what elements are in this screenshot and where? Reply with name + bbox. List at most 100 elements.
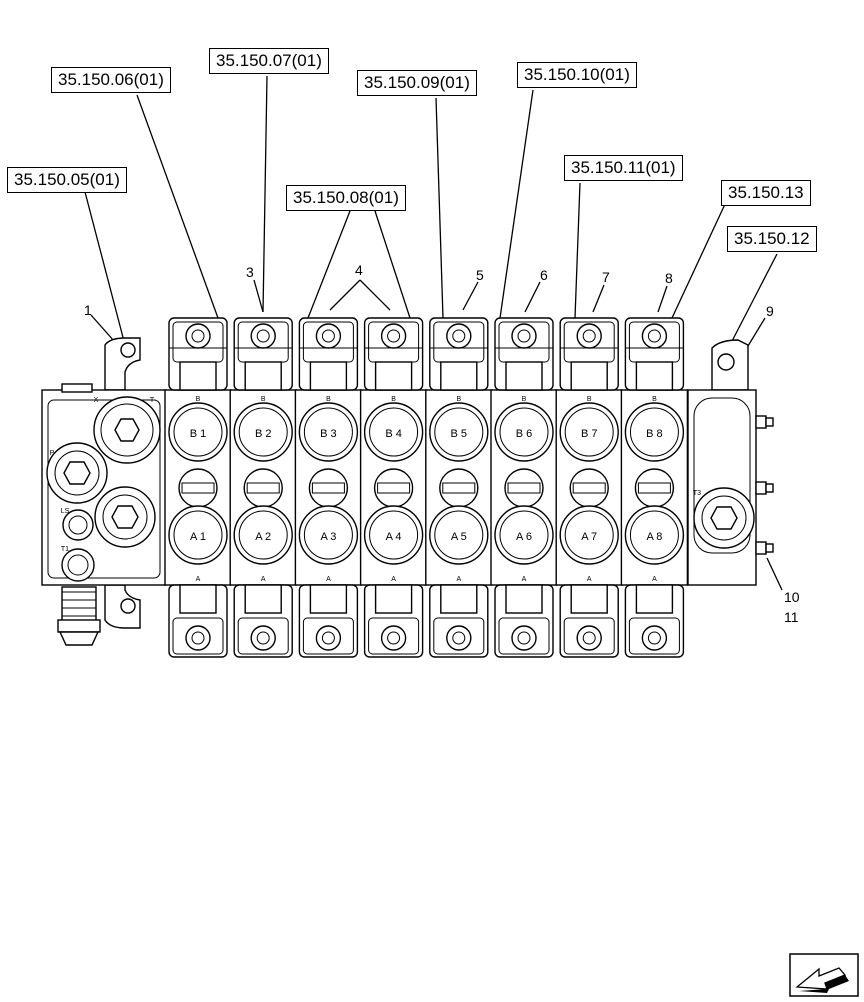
- top-cap-neck: [179, 361, 217, 391]
- top-cap-bolt-ring: [250, 323, 276, 349]
- top-cap-bolt: [387, 329, 401, 343]
- b-port-label: B 6: [516, 428, 533, 440]
- ref-35-150-11[interactable]: 35.150.11(01): [564, 155, 683, 181]
- next-page-arrow-icon[interactable]: [789, 953, 859, 997]
- bottom-cap-bolt-ring: [250, 625, 276, 651]
- a-port-label: A 1: [190, 531, 206, 543]
- top-cap-bolt: [452, 329, 466, 343]
- a-port-label: A 2: [255, 531, 271, 543]
- ref-35-150-05[interactable]: 35.150.05(01): [7, 167, 127, 193]
- section-top-letter: B: [391, 396, 396, 403]
- work-section-5: BAB 5A 5: [425, 317, 493, 658]
- inlet-top-plug: [61, 383, 93, 393]
- work-section-3: BAB 3A 3: [294, 317, 363, 658]
- ref-35-150-09[interactable]: 35.150.09(01): [357, 70, 477, 96]
- bottom-cap-bolt: [256, 631, 270, 645]
- b-port-outer: [168, 402, 228, 462]
- ref-35-150-13[interactable]: 35.150.13: [721, 180, 811, 206]
- section-top-letter: B: [196, 396, 201, 403]
- bottom-cap-inner: [433, 617, 485, 655]
- bottom-cap-bolt: [517, 631, 531, 645]
- work-section-6: BAB 6A 6: [490, 317, 558, 658]
- b-port-outer: [233, 402, 293, 462]
- b-port-outer: [363, 402, 424, 462]
- section-top-letter: B: [652, 396, 657, 403]
- bottom-cap-inner: [563, 617, 615, 655]
- work-section-7: BAB 7A 7: [555, 317, 623, 658]
- left-bottom-mount-hole: [120, 598, 136, 614]
- section-top-letter: B: [326, 396, 331, 403]
- a-port-outer: [233, 505, 293, 565]
- top-cap-neck: [244, 361, 282, 391]
- a-port-label: A 8: [646, 531, 662, 543]
- b-port-label: B 8: [646, 428, 663, 440]
- middle-plug-slot: [246, 482, 280, 494]
- top-cap-bolt-ring: [641, 323, 668, 349]
- bottom-cap-bolt: [452, 631, 466, 645]
- tie-rod-end: [765, 543, 774, 553]
- bottom-cap-neck: [635, 584, 674, 614]
- port-ls-inner: [68, 515, 88, 535]
- ref-35-150-10[interactable]: 35.150.10(01): [517, 62, 637, 88]
- a-port-inner: [173, 510, 223, 560]
- top-cap-bolt-ring: [446, 323, 472, 349]
- b-port-outer: [429, 402, 489, 462]
- b-port-inner: [369, 407, 419, 457]
- fitting-cap: [58, 631, 100, 646]
- a-port-outer: [559, 505, 619, 565]
- top-cap-neck: [374, 361, 413, 391]
- port-t1-ring: [61, 548, 95, 582]
- top-cap-bolt-ring: [511, 323, 537, 349]
- ref-35-150-08[interactable]: 35.150.08(01): [286, 185, 406, 211]
- next-page-arrow-glyph: [789, 953, 859, 997]
- port-t3-inner: [701, 495, 747, 541]
- middle-plug-slot: [507, 482, 541, 494]
- top-cap-bolt: [582, 329, 596, 343]
- bottom-cap-bolt: [582, 631, 596, 645]
- bottom-cap-neck: [505, 584, 543, 614]
- ref-35-150-12[interactable]: 35.150.12: [727, 226, 817, 252]
- work-section-2: BAB 2A 2: [229, 317, 297, 658]
- bottom-cap-inner: [368, 617, 420, 655]
- bottom-cap-neck: [440, 584, 478, 614]
- a-port-outer: [298, 505, 359, 565]
- section-top-letter: B: [456, 396, 461, 403]
- b-port-outer: [559, 402, 619, 462]
- port-t-inner: [100, 403, 154, 457]
- tie-rod-nut: [755, 481, 767, 495]
- section-bottom-letter: A: [456, 576, 461, 583]
- port-t3-label: T3: [693, 490, 701, 497]
- port-x-label: X: [94, 397, 99, 404]
- b-port-inner: [564, 407, 614, 457]
- port-ls-label: LS: [61, 508, 70, 515]
- a-port-label: A 4: [386, 531, 402, 543]
- b-port-inner: [629, 407, 679, 457]
- middle-plug-ring: [308, 468, 349, 508]
- port-t1-inner: [67, 554, 89, 576]
- fitting-nut: [57, 619, 101, 633]
- port-t-hex-plug: [114, 418, 140, 442]
- a-port-inner: [303, 510, 353, 560]
- bottom-cap-neck: [309, 584, 348, 614]
- callout-1: 1: [84, 302, 92, 318]
- port-p-hex-plug: [63, 461, 91, 485]
- b-port-inner: [173, 407, 223, 457]
- bottom-cap-inner: [302, 617, 354, 655]
- middle-plug-slot: [377, 482, 411, 494]
- bottom-cap-bolt: [191, 631, 205, 645]
- ref-35-150-06[interactable]: 35.150.06(01): [51, 67, 171, 93]
- ref-35-150-07[interactable]: 35.150.07(01): [209, 48, 329, 74]
- port-p-label: P: [50, 450, 55, 457]
- b-port-inner: [303, 407, 353, 457]
- bottom-cap-inner: [628, 617, 680, 655]
- a-port-inner: [499, 510, 549, 560]
- a-port-outer: [494, 505, 554, 565]
- top-cap-bolt: [191, 329, 205, 343]
- middle-plug-ring: [569, 468, 609, 508]
- outlet-section: T3: [687, 389, 774, 586]
- a-port-outer: [363, 505, 424, 565]
- bottom-cap-bolt-ring: [576, 625, 602, 651]
- bottom-cap-neck: [570, 584, 608, 614]
